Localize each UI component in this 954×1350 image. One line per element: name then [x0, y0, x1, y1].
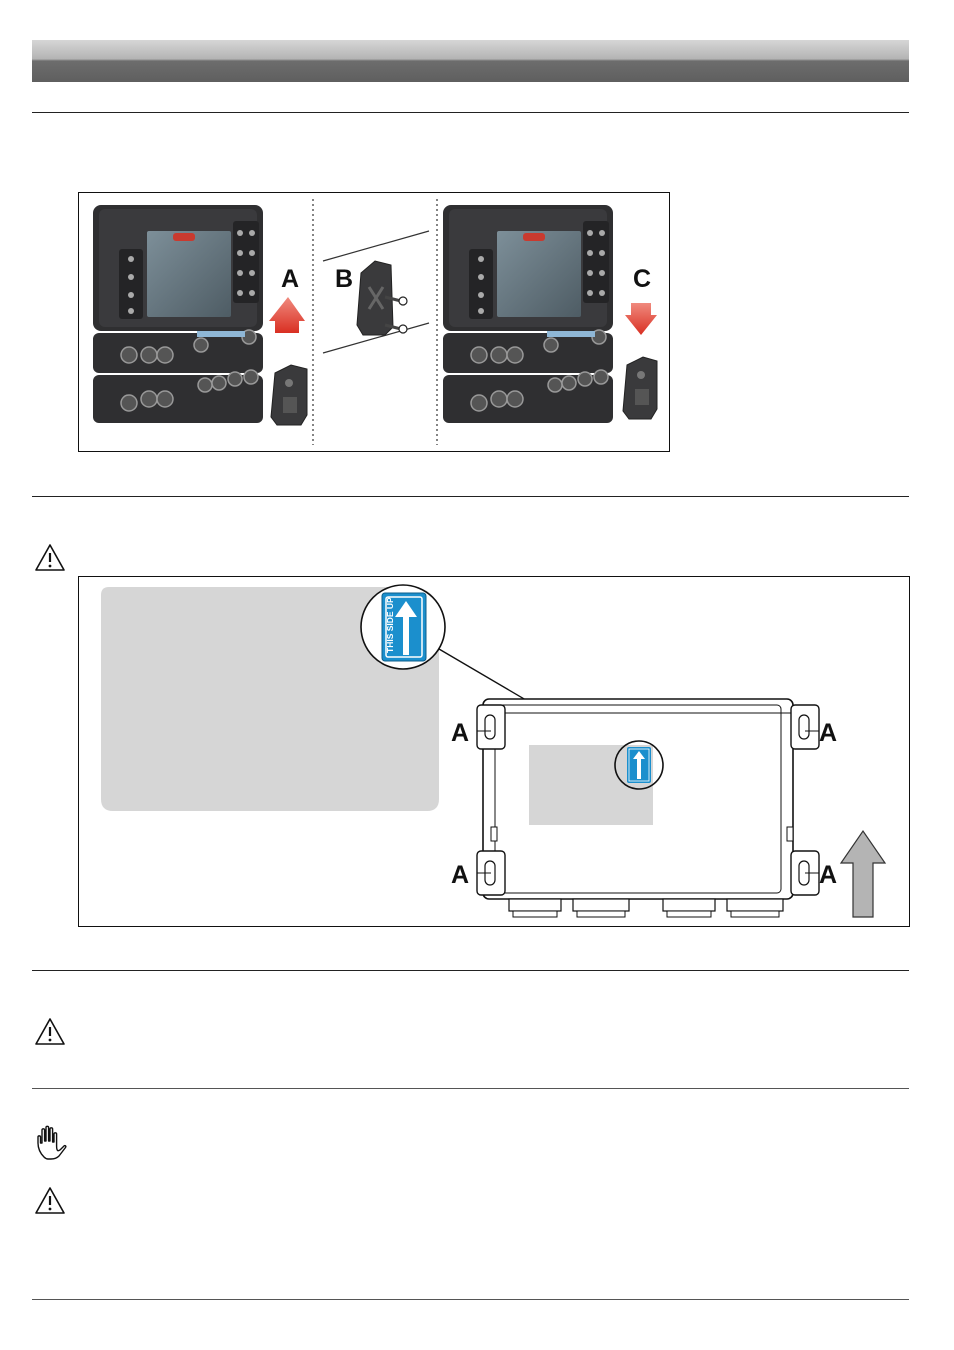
section-divider-4 — [32, 1088, 909, 1089]
warning-icon — [35, 544, 65, 571]
mount-label-a-top-right: A — [819, 719, 837, 747]
section-header-bar — [32, 40, 909, 82]
this-side-up-sticker-small — [627, 747, 651, 783]
display-unit-left — [93, 205, 263, 423]
label-c: C — [633, 265, 651, 293]
wall-line-bottom — [322, 322, 430, 354]
control-unit-body — [476, 698, 820, 918]
mount-label-a-top-left: A — [451, 719, 469, 747]
label-a: A — [281, 265, 299, 293]
mounting-bracket-right — [622, 356, 658, 420]
arrow-up-icon — [395, 601, 417, 655]
section-divider-3 — [32, 970, 909, 971]
footer-divider — [32, 1299, 909, 1300]
label-b: B — [335, 265, 353, 293]
orientation-arrow-up-icon — [839, 829, 887, 918]
section-divider-1 — [32, 112, 909, 113]
warning-icon — [35, 1187, 65, 1214]
info-panel — [101, 587, 439, 811]
figure-control-unit-orientation: THIS SIDE UP — [78, 576, 910, 927]
arrow-down-red-icon — [625, 303, 657, 335]
figure-control-unit-drawing: THIS SIDE UP — [101, 584, 887, 918]
mounting-bracket-left — [270, 364, 308, 426]
mount-label-a-bottom-right: A — [819, 861, 837, 889]
magnifier-circle-small — [614, 740, 664, 790]
arrow-up-red-icon — [269, 297, 305, 333]
section-divider-2 — [32, 496, 909, 497]
sticker-text-large: THIS SIDE UP — [385, 597, 395, 653]
mounting-bracket-center — [356, 260, 408, 336]
wall-line-top — [322, 230, 430, 262]
brand-logo-left — [173, 233, 195, 241]
screw-icon — [398, 296, 408, 306]
screw-icon — [398, 324, 408, 334]
warning-icon — [35, 1018, 65, 1045]
figure-display-mounting: A B — [78, 192, 670, 452]
connector-row — [508, 898, 784, 918]
mount-label-a-bottom-left: A — [451, 861, 469, 889]
brand-logo-right — [523, 233, 545, 241]
hand-icon — [37, 1125, 67, 1160]
figure-display-mounting-drawing: A B — [93, 199, 658, 445]
display-unit-right — [443, 205, 613, 423]
this-side-up-sticker-large: THIS SIDE UP — [381, 592, 427, 662]
